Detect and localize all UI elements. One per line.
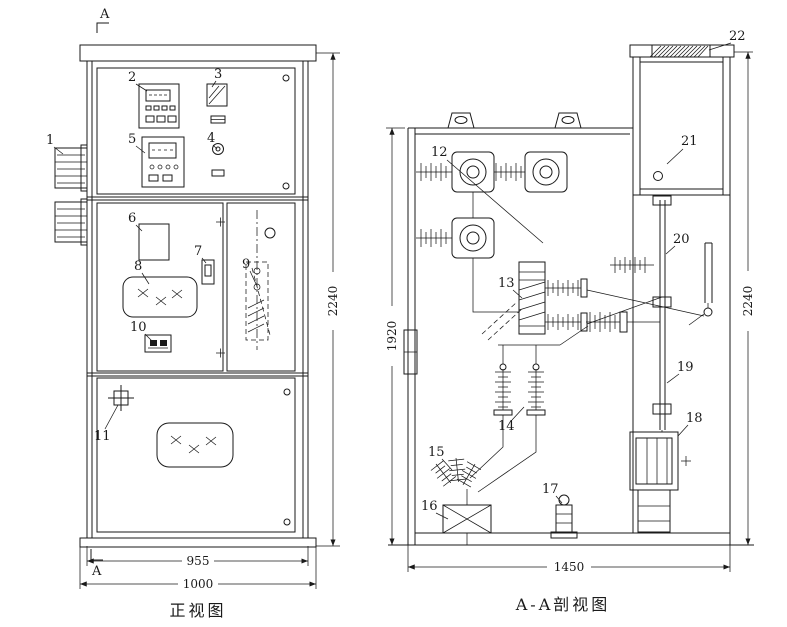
dim-front-width-body-value: 955 [187,554,210,568]
current-transformer-assembly [481,261,588,341]
pushbutton [210,115,226,177]
indicator-lamp [206,83,228,107]
breaker-compartment-door [96,202,296,372]
interlock-lever [688,242,713,326]
callout-12: 12 [431,145,448,160]
dim-section-height-total: 2240 [734,51,755,545]
cable-compartment-door [96,377,296,533]
callout-6: 6 [128,211,136,226]
section-cabinet-outline [388,57,754,546]
section-callouts: 12 13 14 15 16 17 18 19 20 21 22 [421,29,746,520]
callout-14: 14 [498,419,515,434]
callout-7: 7 [194,244,202,259]
door-handle [201,259,215,285]
interlock-mechanism [245,210,276,350]
control-meter [141,136,185,188]
protection-relay [138,83,180,129]
callout-4: 4 [207,131,215,146]
callout-10: 10 [130,320,147,335]
cable-bushings [54,144,88,246]
dim-front-height-value: 2240 [326,286,340,317]
callout-13: 13 [498,276,515,291]
door-knob [653,171,663,181]
dim-front-width-body: 955 [86,546,309,568]
callout-21: 21 [681,134,698,149]
section-marker-bottom: A [90,549,103,579]
callout-20: 20 [673,232,690,247]
vent-grille [649,44,711,58]
center-insulator-linkage [498,289,705,364]
section-view-caption: A-A剖视图 [515,595,611,614]
callout-22: 22 [729,29,746,44]
dim-section-height-total-value: 2240 [741,286,755,317]
callout-11: 11 [94,429,111,444]
section-marker-top-label: A [99,7,110,22]
dim-section-width-value: 1450 [554,560,585,574]
operating-rod [610,195,672,432]
callout-15: 15 [428,445,445,460]
cable-ct [437,504,497,545]
front-view-caption: 正视图 [169,601,226,620]
section-marker-bottom-label: A [91,564,102,579]
callout-19: 19 [677,360,694,375]
callout-3: 3 [214,67,222,82]
section-marker-top: A [96,7,110,33]
dim-front-width-total-value: 1000 [183,577,214,591]
nameplate [138,223,170,261]
dim-section-height-body: 1920 [385,127,405,545]
callout-8: 8 [134,259,142,274]
callout-17: 17 [542,482,559,497]
dim-front-width-total: 1000 [79,547,317,591]
dim-section-width: 1450 [407,545,731,574]
front-callouts: 1 2 3 4 5 6 7 8 9 10 11 [46,67,257,444]
callout-1: 1 [46,133,54,148]
callout-9: 9 [242,257,250,272]
instrument-panel-door [96,67,296,195]
earthing-switch-shaft [108,385,134,411]
observation-window [122,276,198,318]
heater-unit [144,334,172,353]
dim-section-height-body-value: 1920 [385,321,399,352]
cabinet-outline [79,44,317,548]
callout-5: 5 [128,132,136,147]
callout-16: 16 [421,499,438,514]
callout-18: 18 [686,411,703,426]
callout-2: 2 [128,70,136,85]
support-insulators [469,363,546,493]
busbar-bushings [416,151,568,313]
voltage-sensor [550,494,578,539]
dim-front-height: 2240 [316,52,340,547]
cable-terminations [430,457,482,505]
section-view: 1920 2240 1450 12 13 14 15 16 17 [385,29,755,614]
lv-compartment [629,44,735,196]
front-view: A A 2240 955 1000 1 [46,7,340,620]
operating-mechanism-box [629,431,691,533]
lifting-lugs [447,112,582,129]
